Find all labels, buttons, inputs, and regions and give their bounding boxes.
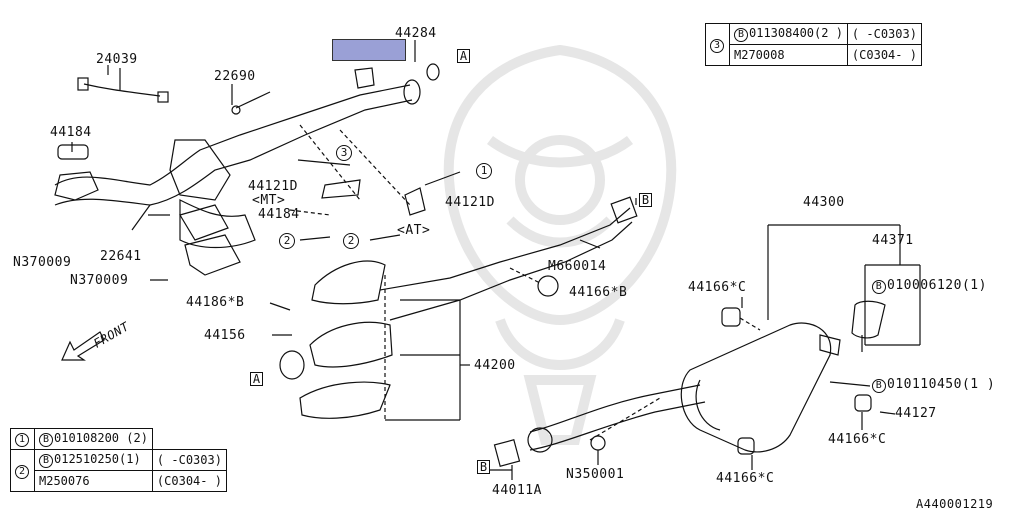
part-label[interactable]: 44156 xyxy=(204,328,246,343)
part-label[interactable]: 44186*B xyxy=(186,295,245,310)
part-number: 010108200 (2) xyxy=(54,431,148,445)
part-label[interactable]: 22690 xyxy=(214,69,256,84)
part-label[interactable]: 44300 xyxy=(803,195,845,210)
part-label[interactable]: N350001 xyxy=(566,467,625,482)
ref-box-a: A xyxy=(457,49,470,63)
table-cell-range: (C0304- ) xyxy=(151,470,227,492)
highlight-marker xyxy=(332,39,406,61)
ref-circle-1: 1 xyxy=(15,433,29,447)
ref-circle-3: 3 xyxy=(336,145,352,161)
table-cell-range: ( -C0303) xyxy=(846,23,922,45)
bolt-b-icon: B xyxy=(39,454,53,468)
table-cell-part: M250076 xyxy=(34,470,153,492)
part-label: <MT> xyxy=(252,193,286,208)
part-label[interactable]: 44121D xyxy=(445,195,495,210)
table-cell-part: M270008 xyxy=(729,44,848,66)
diagram-id: A440001219 xyxy=(916,497,994,511)
bolt-part-number: 010006120(1) xyxy=(887,278,987,293)
part-label[interactable]: 44166*C xyxy=(688,280,747,295)
part-label[interactable]: 44371 xyxy=(872,233,914,248)
part-label[interactable]: 44127 xyxy=(895,406,937,421)
bolt-b-icon: B xyxy=(39,433,53,447)
bolt-b-icon: B xyxy=(872,280,886,294)
bolt-b-icon: B xyxy=(872,379,886,393)
table-cell-range: ( -C0303) xyxy=(151,449,227,471)
ref-circle-2: 2 xyxy=(279,233,295,249)
front-arrow-icon xyxy=(61,331,105,361)
part-label[interactable]: N370009 xyxy=(13,255,72,270)
part-label[interactable]: 44011A xyxy=(492,483,542,498)
part-label[interactable]: 44166*C xyxy=(828,432,887,447)
ref-box-b: B xyxy=(639,193,652,207)
bolt-b-icon: B xyxy=(734,28,748,42)
part-label[interactable]: 44184 xyxy=(258,207,300,222)
ref-circle-1: 1 xyxy=(476,163,492,179)
ref-circle-3: 3 xyxy=(710,38,724,53)
part-label[interactable]: 44166*C xyxy=(716,471,775,486)
part-label[interactable]: 44184 xyxy=(50,125,92,140)
part-label[interactable]: N370009 xyxy=(70,273,129,288)
part-label: <AT> xyxy=(397,223,431,238)
ref-circle-2: 2 xyxy=(15,464,29,479)
part-label[interactable]: 44121D xyxy=(248,179,298,194)
bolt-part-number: 010110450(1 ) xyxy=(887,377,996,392)
part-number: 011308400(2 ) xyxy=(749,26,843,40)
watermark-emblem xyxy=(443,44,677,445)
part-label[interactable]: 44166*B xyxy=(569,285,628,300)
table-index: 1 xyxy=(10,428,35,450)
ref-box-b: B xyxy=(477,460,490,474)
part-label[interactable]: 44200 xyxy=(474,358,516,373)
table-index: 3 xyxy=(705,23,730,66)
ref-box-a: A xyxy=(250,372,263,386)
table-cell-range: (C0304- ) xyxy=(846,44,922,66)
part-label[interactable]: 24039 xyxy=(96,52,138,67)
table-index: 2 xyxy=(10,449,35,492)
part-label[interactable]: 22641 xyxy=(100,249,142,264)
part-number: 012510250(1) xyxy=(54,452,141,466)
part-label[interactable]: M660014 xyxy=(548,259,607,274)
ref-circle-2: 2 xyxy=(343,233,359,249)
part-label[interactable]: 44284 xyxy=(395,26,437,41)
